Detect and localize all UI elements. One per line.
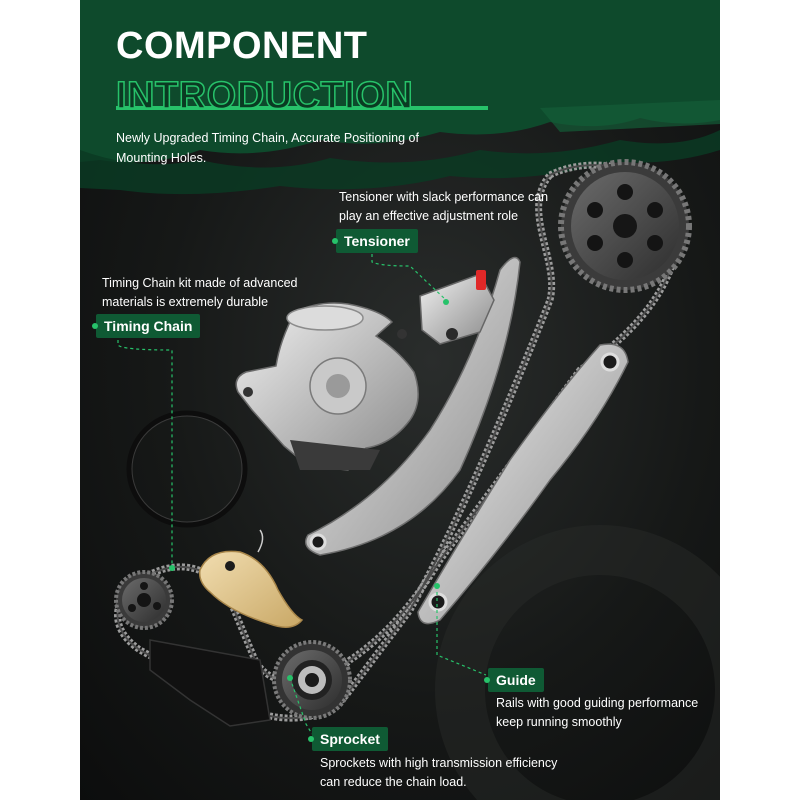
sprocket-description: Sprockets with high transmission efficie…	[320, 756, 558, 789]
title-underline	[116, 106, 488, 110]
header-band	[80, 0, 720, 195]
chain-guide-plate	[198, 529, 304, 628]
tensioner-description: Tensioner with slack performance can pla…	[339, 190, 549, 223]
title-component: COMPONENT	[116, 25, 368, 67]
product-panel: COMPONENT INTRODUCTION Newly Upgraded Ti…	[80, 0, 720, 800]
timing-chain-label: Timing Chain	[92, 314, 201, 338]
decor-ring	[435, 525, 720, 800]
label-dot-icon	[92, 323, 98, 329]
guide-label: Guide	[484, 668, 544, 692]
chain-guide-bracket	[149, 639, 271, 727]
intro-text: Newly Upgraded Timing Chain, Accurate Po…	[116, 131, 419, 165]
tensioner-label: Tensioner	[332, 229, 418, 253]
callout-leaders	[117, 248, 487, 735]
crank-sprocket	[272, 640, 352, 720]
label-dot-icon	[332, 238, 338, 244]
sprocket-label-text: Sprocket	[320, 731, 380, 747]
guide-description: Rails with good guiding performance keep…	[496, 696, 699, 729]
product-illustration	[80, 0, 720, 800]
idler-sprocket	[114, 570, 174, 630]
timing-chain-label-text: Timing Chain	[104, 318, 193, 334]
tensioner	[419, 270, 495, 345]
label-dot-icon	[484, 677, 490, 683]
water-pump	[235, 302, 419, 471]
label-dot-icon	[308, 736, 314, 742]
callout-dots	[169, 299, 449, 681]
timing-chain-description: Timing Chain kit made of advanced materi…	[102, 276, 298, 309]
o-ring-gasket	[126, 410, 248, 528]
cam-sprocket	[558, 159, 692, 293]
fixed-guide-rail	[417, 343, 629, 625]
sprocket-label: Sprocket	[308, 727, 388, 751]
tensioner-label-text: Tensioner	[344, 233, 410, 249]
guide-label-text: Guide	[496, 672, 536, 688]
title-introduction: INTRODUCTION	[115, 74, 414, 118]
tensioner-guide-rail	[305, 256, 521, 556]
